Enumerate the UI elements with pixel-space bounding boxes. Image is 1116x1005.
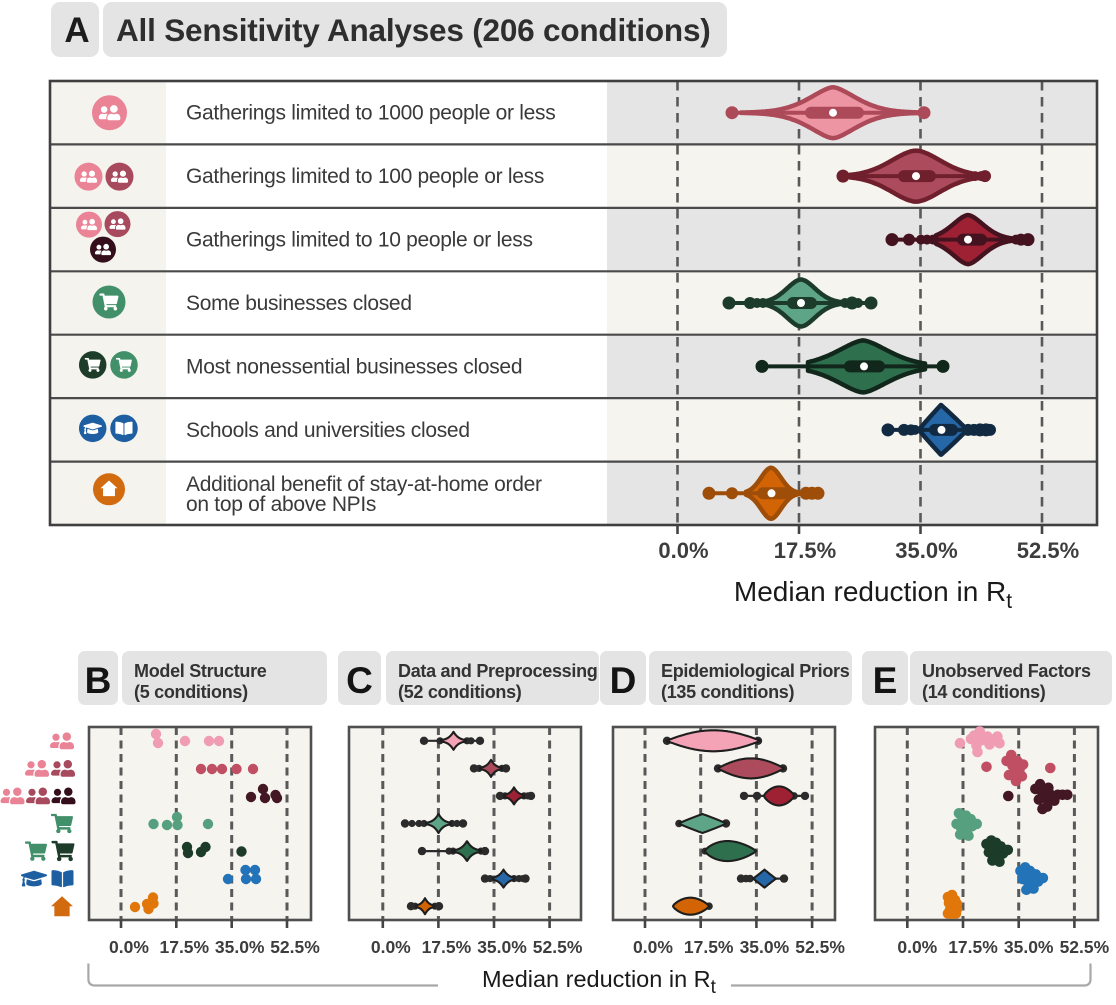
svg-text:52.5%: 52.5% — [1017, 538, 1079, 563]
svg-text:0.0%: 0.0% — [109, 937, 149, 957]
svg-text:35.0%: 35.0% — [895, 538, 957, 563]
svg-text:0.0%: 0.0% — [633, 937, 673, 957]
svg-text:on top of above NPIs: on top of above NPIs — [186, 493, 376, 516]
svg-text:52.5%: 52.5% — [533, 937, 583, 957]
svg-text:Additional benefit of stay-at-: Additional benefit of stay-at-home order — [186, 473, 542, 496]
svg-text:Gatherings limited to 10 peopl: Gatherings limited to 10 people or less — [186, 229, 533, 252]
svg-text:17.5%: 17.5% — [684, 937, 734, 957]
svg-text:Unobserved Factors: Unobserved Factors — [922, 661, 1091, 681]
svg-text:17.5%: 17.5% — [422, 937, 472, 957]
svg-text:Model Structure: Model Structure — [134, 661, 267, 681]
svg-text:17.5%: 17.5% — [948, 937, 998, 957]
svg-text:35.0%: 35.0% — [1004, 937, 1054, 957]
svg-text:Schools and universities close: Schools and universities closed — [186, 419, 470, 442]
svg-text:17.5%: 17.5% — [774, 538, 836, 563]
svg-text:All Sensitivity Analyses (206: All Sensitivity Analyses (206 conditions… — [116, 12, 711, 48]
svg-text:(14 conditions): (14 conditions) — [922, 682, 1046, 702]
svg-text:Data and Preprocessing: Data and Preprocessing — [398, 661, 597, 681]
svg-text:(5 conditions): (5 conditions) — [134, 682, 248, 702]
svg-text:Some businesses closed: Some businesses closed — [186, 292, 412, 315]
svg-text:52.5%: 52.5% — [1060, 937, 1110, 957]
svg-text:52.5%: 52.5% — [270, 937, 320, 957]
svg-text:Epidemiological Priors: Epidemiological Priors — [661, 661, 850, 681]
svg-text:Gatherings limited to 1000 peo: Gatherings limited to 1000 people or les… — [186, 102, 555, 125]
svg-text:0.0%: 0.0% — [658, 538, 708, 563]
svg-text:D: D — [610, 660, 637, 701]
svg-text:0.0%: 0.0% — [897, 937, 937, 957]
svg-text:35.0%: 35.0% — [215, 937, 265, 957]
svg-text:Median reduction in Rt: Median reduction in Rt — [734, 576, 1012, 613]
svg-text:Gatherings limited to 100 peop: Gatherings limited to 100 people or less — [186, 165, 544, 188]
svg-text:Most nonessential businesses c: Most nonessential businesses closed — [186, 355, 522, 378]
svg-text:C: C — [346, 660, 373, 701]
svg-text:35.0%: 35.0% — [477, 937, 527, 957]
svg-text:52.5%: 52.5% — [795, 937, 845, 957]
svg-text:0.0%: 0.0% — [371, 937, 411, 957]
svg-text:17.5%: 17.5% — [159, 937, 209, 957]
svg-text:A: A — [64, 11, 89, 50]
svg-text:(135 conditions): (135 conditions) — [661, 682, 795, 702]
svg-text:35.0%: 35.0% — [740, 937, 790, 957]
svg-text:B: B — [85, 660, 112, 701]
svg-text:E: E — [873, 660, 898, 701]
svg-text:(52 conditions): (52 conditions) — [398, 682, 522, 702]
